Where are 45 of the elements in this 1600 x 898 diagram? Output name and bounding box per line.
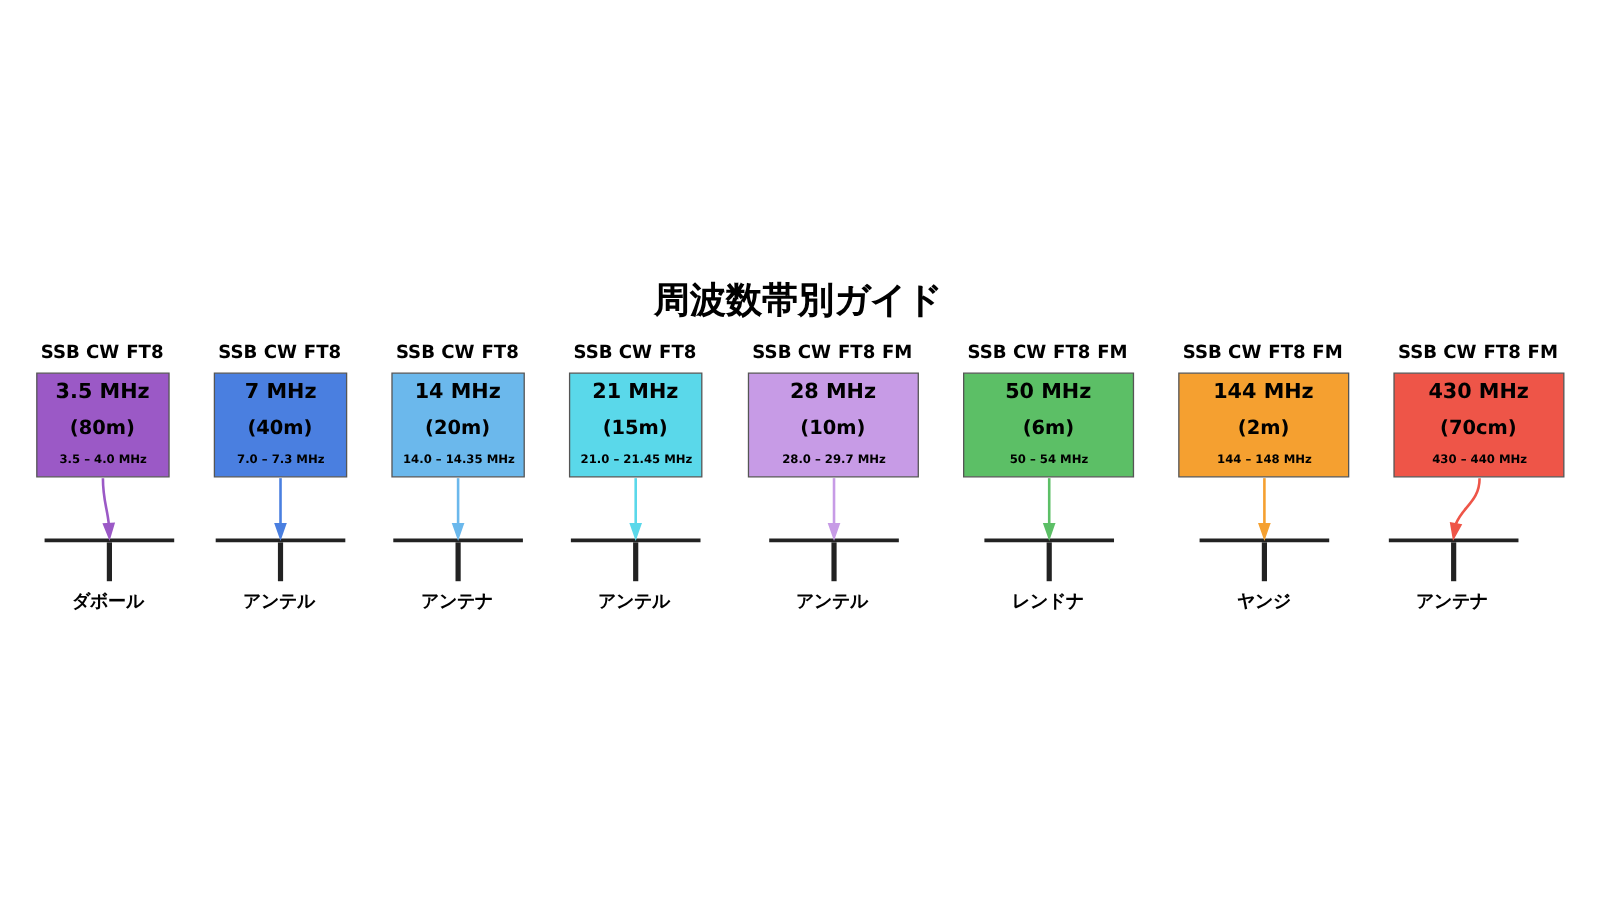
- node-label: SSB: [1397, 343, 1438, 364]
- node-label: FT8: [126, 343, 164, 364]
- arrow: [274, 478, 287, 542]
- arrow: [1042, 478, 1056, 542]
- arrow: [451, 478, 465, 542]
- node-label: ヤンジ: [1236, 593, 1291, 614]
- node-label: SSB: [967, 343, 1007, 364]
- node-label: FT8: [659, 343, 697, 364]
- node-label: SSB: [395, 343, 435, 364]
- node-label: レンドナ: [1011, 593, 1084, 614]
- node-label: FM: [1527, 343, 1558, 364]
- node-label: FM: [1312, 343, 1343, 364]
- node-label: CW: [797, 343, 832, 364]
- node-label: CW: [86, 343, 120, 364]
- node-label: CW: [1228, 343, 1262, 364]
- node-label: FM: [1097, 343, 1128, 364]
- node-label: アンテナ: [420, 593, 493, 614]
- node-label: アンテル: [796, 593, 869, 614]
- node-label: SSB: [218, 343, 258, 364]
- node-label: FT8: [481, 343, 519, 364]
- arrow: [827, 478, 841, 542]
- node-label: FT8: [1053, 343, 1091, 364]
- node-label: CW: [1012, 343, 1047, 364]
- diagram-title: 周波数帯別ガイド: [654, 280, 943, 323]
- node-label: アンテル: [598, 593, 671, 614]
- node-label: FT8: [837, 343, 876, 364]
- node-label: SSB: [40, 343, 80, 364]
- arrow: [629, 478, 643, 542]
- node-label: FM: [881, 343, 913, 364]
- node-label: CW: [263, 343, 297, 364]
- node-label: SSB: [1182, 343, 1222, 364]
- node-label: ダボール: [71, 593, 144, 614]
- node-label: SSB: [573, 343, 613, 364]
- node-label: CW: [1443, 343, 1477, 364]
- node-label: FT8: [1483, 343, 1521, 364]
- arrow: [101, 478, 116, 542]
- node-label: アンテル: [242, 593, 315, 614]
- node-label: CW: [618, 343, 653, 364]
- arrow: [1258, 478, 1271, 542]
- node-label: SSB: [752, 343, 792, 364]
- node-label: FT8: [303, 343, 342, 364]
- arrow: [1449, 478, 1481, 541]
- node-label: アンテナ: [1416, 593, 1489, 614]
- node-label: FT8: [1268, 343, 1306, 364]
- node-label: CW: [441, 343, 475, 364]
